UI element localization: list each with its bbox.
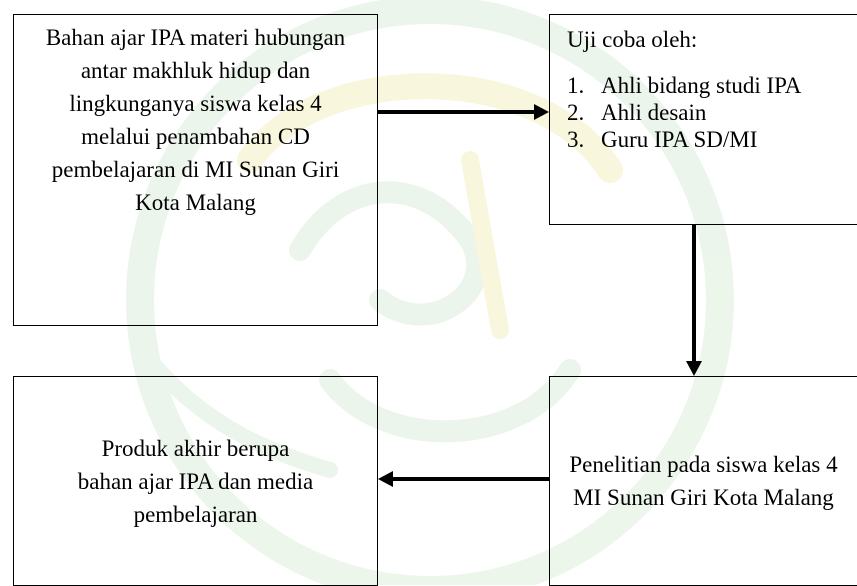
trial-item-text: Ahli desain: [601, 100, 707, 125]
trial-box: Uji coba oleh: 1. Ahli bidang studi IPA …: [549, 14, 857, 225]
arrow-input-to-trial: [378, 104, 549, 120]
input-material-box: Bahan ajar IPA materi hubungan antar mak…: [13, 14, 378, 326]
output-product-box: Produk akhir berupa bahan ajar IPA dan m…: [13, 376, 378, 586]
output-product-text: Produk akhir berupa bahan ajar IPA dan m…: [77, 435, 314, 527]
trial-item-number: 3.: [567, 127, 585, 152]
trial-item-text: Guru IPA SD/MI: [601, 127, 758, 152]
arrow-trial-to-research: [686, 225, 702, 376]
trial-list-item: 3. Guru IPA SD/MI: [567, 126, 857, 153]
trial-item-number: 1.: [567, 73, 585, 98]
research-text: Penelitian pada siswa kelas 4 MI Sunan G…: [569, 452, 838, 510]
trial-heading: Uji coba oleh:: [567, 27, 698, 52]
trial-item-number: 2.: [567, 100, 585, 125]
arrow-research-to-output: [378, 471, 549, 487]
input-material-text: Bahan ajar IPA materi hubungan antar mak…: [45, 25, 346, 215]
research-box: Penelitian pada siswa kelas 4 MI Sunan G…: [549, 376, 857, 586]
trial-list-item: 1. Ahli bidang studi IPA: [567, 72, 857, 99]
trial-list-item: 2. Ahli desain: [567, 99, 857, 126]
trial-list: 1. Ahli bidang studi IPA 2. Ahli desain …: [567, 72, 857, 153]
trial-item-text: Ahli bidang studi IPA: [601, 73, 802, 98]
